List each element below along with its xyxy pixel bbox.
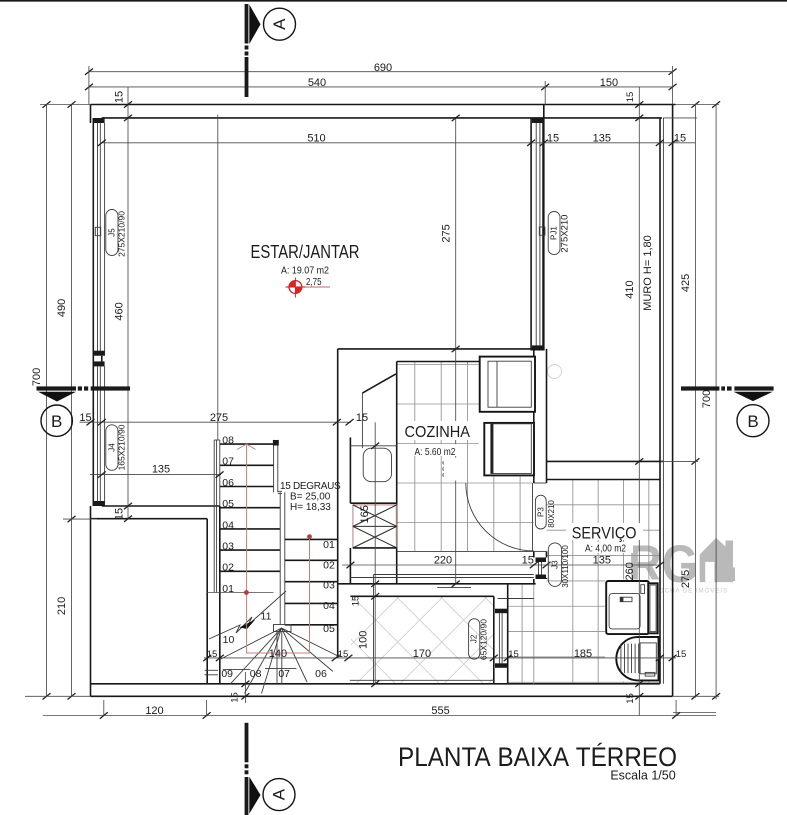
svg-text:REGIS ROCHA DE IMÓVEIS: REGIS ROCHA DE IMÓVEIS: [627, 586, 728, 595]
svg-text:690: 690: [374, 62, 392, 74]
svg-text:260: 260: [624, 562, 636, 580]
svg-text:275: 275: [441, 224, 453, 242]
svg-text:15: 15: [674, 133, 686, 145]
svg-text:15: 15: [676, 649, 687, 660]
svg-text:275X210: 275X210: [560, 215, 571, 253]
svg-text:05: 05: [222, 498, 234, 510]
svg-text:ESTAR/JANTAR: ESTAR/JANTAR: [251, 241, 360, 262]
svg-text:05: 05: [323, 623, 335, 635]
svg-text:220: 220: [434, 555, 452, 567]
svg-text:135: 135: [593, 555, 611, 567]
svg-text:135: 135: [593, 133, 611, 145]
svg-text:30X110/100: 30X110/100: [561, 545, 570, 588]
svg-text:15: 15: [625, 92, 636, 103]
svg-text:A: A: [270, 18, 289, 30]
svg-text:460: 460: [114, 302, 126, 320]
svg-text:09: 09: [221, 668, 233, 680]
svg-text:15: 15: [114, 91, 126, 103]
svg-text:15: 15: [508, 649, 519, 660]
svg-text:165X210/90: 165X210/90: [117, 424, 127, 470]
svg-text:15: 15: [356, 412, 368, 424]
svg-text:140: 140: [269, 648, 287, 660]
svg-text:210: 210: [56, 597, 68, 615]
svg-text:425: 425: [680, 274, 692, 292]
svg-text:B: B: [51, 412, 62, 431]
svg-text:Escala 1/50: Escala 1/50: [610, 769, 675, 783]
svg-text:A: 4,00 m2: A: 4,00 m2: [585, 543, 626, 555]
svg-text:490: 490: [56, 299, 68, 317]
svg-text:02: 02: [222, 562, 234, 574]
svg-text:15: 15: [114, 508, 126, 520]
svg-text:185: 185: [574, 648, 592, 660]
svg-text:15: 15: [230, 692, 241, 703]
svg-text:15: 15: [522, 555, 534, 567]
svg-text:120: 120: [145, 705, 163, 717]
svg-text:07: 07: [278, 668, 290, 680]
svg-text:15: 15: [625, 693, 636, 704]
svg-text:150: 150: [600, 77, 618, 89]
svg-text:04: 04: [222, 519, 234, 531]
svg-text:700: 700: [701, 390, 713, 408]
svg-text:700: 700: [31, 368, 43, 386]
svg-text:H= 18,33: H= 18,33: [290, 502, 331, 513]
svg-text:08: 08: [250, 668, 262, 680]
svg-text:2,75: 2,75: [306, 276, 322, 288]
svg-text:100: 100: [358, 631, 370, 649]
svg-text:11: 11: [261, 611, 272, 623]
svg-text:02: 02: [323, 559, 335, 571]
svg-text:15: 15: [338, 649, 349, 660]
svg-text:06: 06: [222, 477, 234, 489]
svg-text:15: 15: [207, 649, 218, 660]
svg-text:P3: P3: [536, 507, 545, 517]
svg-text:15: 15: [79, 412, 91, 424]
svg-text:A: 19.07 m2: A: 19.07 m2: [281, 265, 329, 277]
svg-text:15: 15: [547, 133, 559, 145]
svg-text:J5: J5: [107, 228, 116, 237]
svg-text:15: 15: [351, 596, 362, 607]
svg-text:275X210/90: 275X210/90: [117, 211, 127, 257]
svg-text:B= 25,00: B= 25,00: [290, 492, 331, 503]
svg-text:01: 01: [323, 539, 335, 551]
svg-text:07: 07: [222, 456, 234, 468]
svg-text:510: 510: [307, 133, 325, 145]
svg-text:10: 10: [223, 634, 235, 646]
svg-text:410: 410: [624, 280, 636, 298]
svg-text:B: B: [747, 412, 758, 431]
svg-text:165: 165: [359, 505, 371, 523]
svg-text:04: 04: [323, 600, 335, 612]
svg-text:PLANTA BAIXA TÉRREO: PLANTA BAIXA TÉRREO: [398, 742, 677, 772]
svg-text:J2: J2: [470, 634, 479, 643]
svg-text:65X120/90: 65X120/90: [479, 619, 489, 660]
svg-text:MURO H= 1,80: MURO H= 1,80: [642, 235, 654, 311]
svg-text:275: 275: [680, 570, 692, 588]
svg-text:03: 03: [222, 541, 234, 553]
svg-text:J4: J4: [107, 443, 116, 452]
svg-text:03: 03: [323, 579, 335, 591]
svg-text:80X210: 80X210: [547, 500, 556, 528]
svg-text:06: 06: [315, 668, 327, 680]
svg-text:01: 01: [222, 583, 234, 595]
svg-text:J3: J3: [550, 560, 559, 569]
svg-text:SERVIÇO: SERVIÇO: [572, 524, 637, 543]
svg-text:A: 5.60 m2: A: 5.60 m2: [415, 446, 456, 458]
svg-text:15 DEGRAUS: 15 DEGRAUS: [280, 481, 341, 492]
svg-text:PJ1: PJ1: [550, 226, 559, 240]
svg-text:170: 170: [413, 648, 431, 660]
svg-text:A: A: [270, 788, 289, 800]
svg-text:COZINHA: COZINHA: [405, 424, 471, 441]
svg-text:540: 540: [308, 77, 326, 89]
svg-text:135: 135: [152, 464, 170, 476]
svg-text:275: 275: [210, 412, 228, 424]
svg-text:555: 555: [431, 705, 449, 717]
svg-text:08: 08: [222, 435, 234, 447]
